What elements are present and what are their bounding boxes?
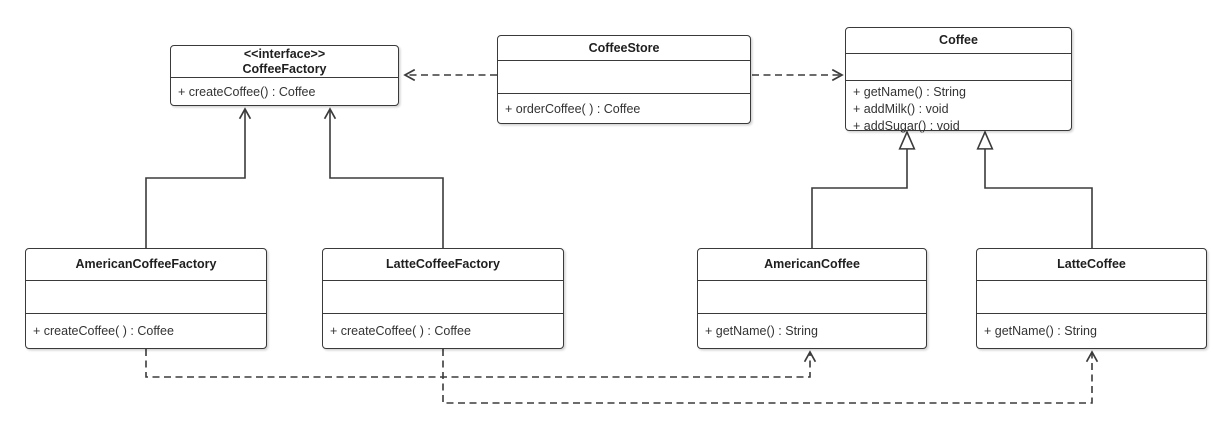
- class-box-lattecoffeefactory: LatteCoffeeFactory + createCoffee( ) : C…: [322, 248, 564, 349]
- methods-compartment: + getName() : String: [698, 313, 926, 348]
- methods-compartment: + createCoffee( ) : Coffee: [323, 313, 563, 348]
- method-label: + orderCoffee( ) : Coffee: [505, 102, 641, 116]
- methods-compartment: + getName() : String: [977, 313, 1206, 348]
- class-name: LatteCoffee: [1057, 257, 1126, 271]
- method-label: + getName() : String: [705, 324, 818, 338]
- class-box-americancoffeefactory: AmericanCoffeeFactory + createCoffee( ) …: [25, 248, 267, 349]
- class-name: AmericanCoffee: [764, 257, 860, 271]
- method-label: + createCoffee( ) : Coffee: [33, 324, 174, 338]
- dependency-americancoffeefactory-to-americancoffee: [145, 349, 817, 378]
- method-label: + getName() : String: [853, 85, 966, 99]
- class-name: Coffee: [939, 33, 978, 47]
- class-name: CoffeeStore: [588, 41, 660, 55]
- attributes-compartment: [846, 53, 1071, 80]
- realization-lattecoffeefactory-to-coffeefactory: [323, 107, 444, 248]
- methods-compartment: + getName() : String + addMilk() : void …: [846, 80, 1071, 138]
- method-label: + createCoffee( ) : Coffee: [330, 324, 471, 338]
- attributes-compartment: [698, 280, 926, 313]
- method-label: + addSugar() : void: [853, 119, 960, 133]
- class-box-americancoffee: AmericanCoffee + getName() : String: [697, 248, 927, 349]
- methods-compartment: + createCoffee() : Coffee: [171, 77, 398, 106]
- class-box-lattecoffee: LatteCoffee + getName() : String: [976, 248, 1207, 349]
- methods-compartment: + orderCoffee( ) : Coffee: [498, 93, 750, 124]
- attributes-compartment: [26, 280, 266, 313]
- method-label: + getName() : String: [984, 324, 1097, 338]
- attributes-compartment: [977, 280, 1206, 313]
- class-name: CoffeeFactory: [242, 62, 327, 76]
- generalization-americancoffee-to-coffee: [811, 132, 907, 248]
- dependency-lattecoffeefactory-to-lattecoffee: [442, 349, 1099, 404]
- attributes-compartment: [323, 280, 563, 313]
- generalization-lattecoffee-to-coffee: [985, 132, 1093, 248]
- class-box-coffee: Coffee + getName() : String + addMilk() …: [845, 27, 1072, 133]
- attributes-compartment: [498, 60, 750, 93]
- stereotype-label: <<interface>>: [243, 47, 326, 61]
- method-label: + createCoffee() : Coffee: [178, 85, 316, 99]
- realization-americancoffeefactory-to-coffeefactory: [145, 107, 252, 248]
- class-name: LatteCoffeeFactory: [386, 257, 500, 271]
- method-label: + addMilk() : void: [853, 102, 949, 116]
- methods-compartment: + createCoffee( ) : Coffee: [26, 313, 266, 348]
- class-title: <<interface>> CoffeeFactory: [171, 46, 398, 77]
- class-name: AmericanCoffeeFactory: [75, 257, 217, 271]
- class-box-coffeefactory: <<interface>> CoffeeFactory + createCoff…: [170, 45, 399, 106]
- class-box-coffeestore: CoffeeStore + orderCoffee( ) : Coffee: [497, 35, 751, 124]
